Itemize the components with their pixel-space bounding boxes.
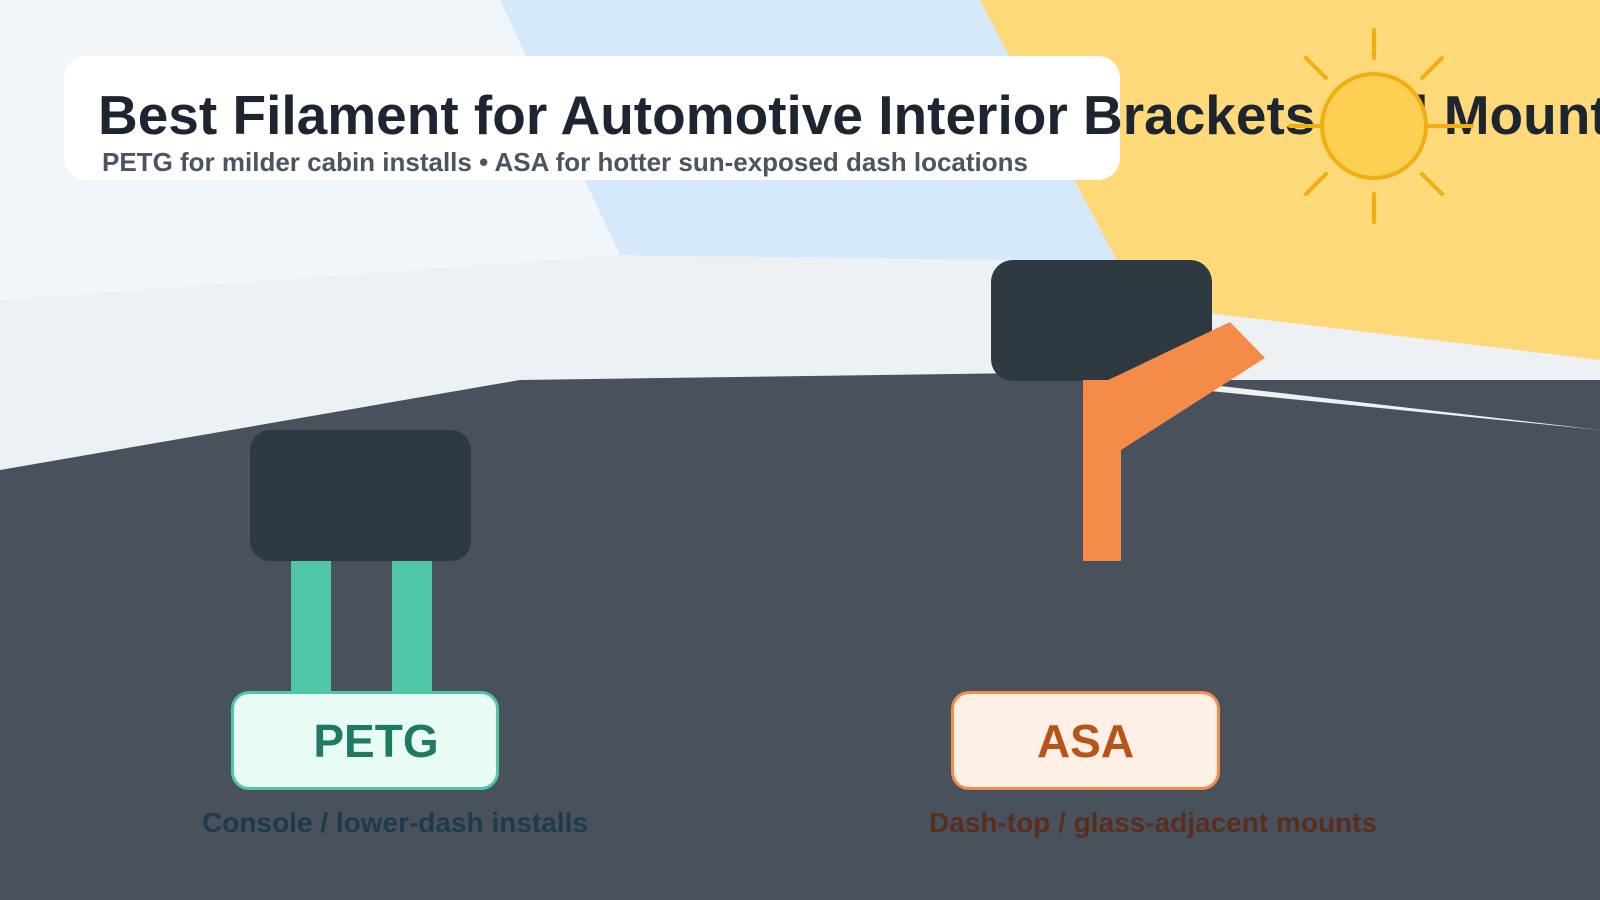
asa-device [991, 260, 1212, 381]
page-title: Best Filament for Automotive Interior Br… [98, 84, 1600, 146]
asa-bracket-arm [1083, 322, 1265, 450]
petg-caption: Console / lower-dash installs [202, 807, 588, 838]
petg-mount-illustration [250, 430, 471, 695]
dash-top [520, 372, 1600, 430]
asa-caption: Dash-top / glass-adjacent mounts [928, 807, 1378, 838]
petg-badge: PETG [231, 691, 499, 790]
petg-bracket-leg-left [291, 555, 331, 695]
petg-device [250, 430, 471, 561]
page-subtitle: PETG for milder cabin installs • ASA for… [102, 147, 1028, 177]
asa-bracket-post [1083, 380, 1121, 561]
asa-mount-illustration [991, 260, 1265, 561]
asa-badge: ASA [951, 691, 1220, 790]
header-card [64, 56, 1120, 180]
petg-bracket-leg-right [392, 555, 432, 695]
